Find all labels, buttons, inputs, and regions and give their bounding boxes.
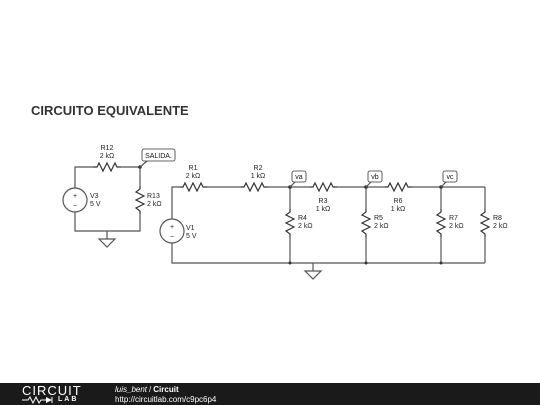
r6-value: 1 kΩ (391, 206, 406, 213)
r3-name: R3 (319, 198, 328, 205)
resistor-r13 (134, 186, 146, 214)
r13-name: R13 (147, 193, 160, 200)
resistor-r8 (479, 209, 491, 237)
node-gnd-va (288, 261, 292, 265)
probe-salida-lead (139, 160, 148, 168)
wire-main-left-top (171, 186, 180, 219)
r5-name: R5 (374, 215, 383, 222)
v3-name: V3 (90, 193, 99, 200)
footer-author: luis_bent/Circuit (115, 385, 179, 394)
circuit-schematic: + − SALIDA. R12 2 kΩ R13 2 kΩ V3 5 V (62, 145, 508, 280)
probe-salida-box (141, 148, 176, 162)
r8-name: R8 (493, 215, 502, 222)
logo-text-lab: LAB (58, 396, 79, 403)
v1-plus: + (170, 224, 174, 231)
r12-name: R12 (101, 145, 114, 152)
resistor-r2 (241, 181, 268, 193)
footer-bar: CIRCUIT LAB luis_bent/Circuit http://cir… (0, 383, 540, 405)
v3-minus: − (73, 203, 77, 210)
r6-name: R6 (394, 198, 403, 205)
circuitlab-logo[interactable]: CIRCUIT LAB (22, 384, 94, 404)
page-title: CIRCUITO EQUIVALENTE (31, 103, 189, 118)
resistor-r12 (93, 161, 121, 173)
r13-value: 2 kΩ (147, 201, 162, 208)
node-gnd-vb (364, 261, 368, 265)
logo-wave-icon (22, 396, 53, 404)
resistor-r7 (435, 209, 447, 237)
voltage-source-v3 (62, 187, 88, 213)
logo-text-circuit: CIRCUIT (22, 383, 82, 398)
r5-value: 2 kΩ (374, 223, 389, 230)
circuit-name: Circuit (153, 385, 179, 394)
main-circuit: + − va vb vc R1 2 kΩ R2 1 kΩ R3 1 kΩ R6 … (159, 165, 508, 280)
wire-left-bottom (74, 212, 141, 232)
resistor-r3 (310, 181, 337, 193)
resistor-r6 (385, 181, 412, 193)
resistor-r4 (284, 209, 296, 237)
ground-main-icon (303, 270, 323, 280)
r3-value: 1 kΩ (316, 206, 331, 213)
v1-name: V1 (186, 225, 195, 232)
r8-value: 2 kΩ (493, 223, 508, 230)
r7-name: R7 (449, 215, 458, 222)
r2-value: 1 kΩ (251, 173, 266, 180)
r1-value: 2 kΩ (186, 173, 201, 180)
probe-vc-label: vc (447, 174, 455, 181)
probe-va-label: va (295, 174, 303, 181)
v3-plus: + (73, 193, 77, 200)
r12-value: 2 kΩ (100, 153, 115, 160)
wire-left-top (74, 166, 93, 188)
probe-salida-label: SALIDA. (145, 153, 172, 160)
probe-va-box (291, 170, 307, 183)
r2-name: R2 (254, 165, 263, 172)
resistor-r1 (180, 181, 207, 193)
wire-main-bottom (171, 243, 485, 264)
node-gnd-vc (439, 261, 443, 265)
r1-name: R1 (189, 165, 198, 172)
probe-vb-label: vb (371, 174, 379, 181)
voltage-source-v1 (159, 218, 185, 244)
v3-value: 5 V (90, 201, 101, 208)
left-subcircuit: + − SALIDA. R12 2 kΩ R13 2 kΩ V3 5 V (62, 145, 176, 248)
author-separator: / (149, 385, 152, 394)
r4-name: R4 (298, 215, 307, 222)
ground-left-icon (97, 238, 117, 248)
probe-vb-box (367, 170, 383, 183)
r7-value: 2 kΩ (449, 223, 464, 230)
v1-minus: − (170, 234, 174, 241)
r4-value: 2 kΩ (298, 223, 313, 230)
resistor-r5 (360, 209, 372, 237)
circuit-url-link[interactable]: http://circuitlab.com/c9pc6p4 (115, 395, 217, 404)
probe-vc-box (442, 170, 458, 183)
author-link[interactable]: luis_bent (115, 385, 148, 394)
v1-value: 5 V (186, 233, 197, 240)
